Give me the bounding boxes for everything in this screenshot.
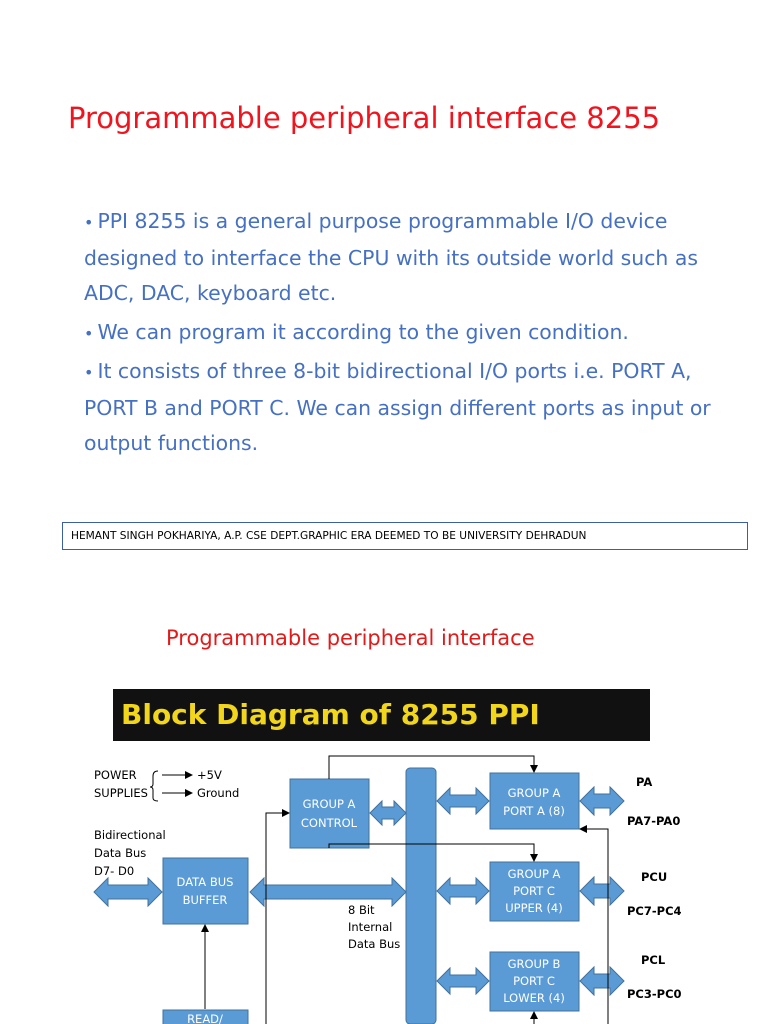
ext-data-bus-arrow <box>93 876 163 908</box>
group-a-port-c-upper-block <box>489 861 580 922</box>
right-return-line <box>579 825 609 1024</box>
block-label: READ/ <box>187 1012 223 1024</box>
block-label: GROUP B <box>508 957 561 971</box>
bullet-item: •We can program it according to the give… <box>84 315 724 352</box>
bullet-text: It consists of three 8-bit bidirectional… <box>84 359 711 455</box>
internal-bus-label: Internal <box>348 920 392 934</box>
internal-bus-label: 8 Bit <box>348 903 375 917</box>
ground-label: Ground <box>197 786 239 800</box>
power-label: POWER <box>94 768 137 782</box>
pa-port-arrow <box>579 785 625 817</box>
block-label: CONTROL <box>301 816 358 830</box>
supplies-label: SUPPLIES <box>94 786 148 800</box>
slide-divider <box>0 568 768 588</box>
internal-bus-label: Data Bus <box>348 937 400 951</box>
bullet-dot-icon: • <box>84 213 94 232</box>
bullet-list: •PPI 8255 is a general purpose programma… <box>84 204 724 465</box>
block-label: LOWER (4) <box>503 991 565 1005</box>
block-label: BUFFER <box>183 893 228 907</box>
pcl-pins-label: PC3-PC0 <box>627 987 682 1001</box>
group-a-port-a-block <box>489 772 580 830</box>
data-bus-label: Bidirectional <box>94 828 166 842</box>
bullet-item: •It consists of three 8-bit bidirectiona… <box>84 354 724 462</box>
block-label: GROUP A <box>303 797 356 811</box>
power-brace <box>149 770 159 802</box>
bullet-text: We can program it according to the given… <box>97 319 629 344</box>
pcu-port-arrow <box>579 875 625 907</box>
bullet-dot-icon: • <box>84 363 94 382</box>
diagram-banner: Block Diagram of 8255 PPI <box>113 689 650 741</box>
block-label: PORT C <box>513 974 555 988</box>
block-label: PORT A (8) <box>503 804 565 818</box>
read-write-block <box>162 1009 249 1024</box>
control-bus-arrow <box>369 799 407 827</box>
control-to-pcu-line <box>328 843 538 862</box>
data-bus-label: Data Bus <box>94 846 146 860</box>
port-a-bus-arrow <box>436 786 490 816</box>
block-label: PORT C <box>513 884 555 898</box>
group-a-control-block <box>289 778 370 849</box>
pcu-bus-arrow <box>436 876 490 906</box>
slide-1-title: Programmable peripheral interface 8255 <box>68 101 661 135</box>
plus-5v-label: +5V <box>197 768 222 782</box>
data-bus-buffer-block <box>162 857 249 925</box>
pa-label: PA <box>636 775 652 789</box>
block-label: UPPER (4) <box>505 901 563 915</box>
block-label: GROUP A <box>508 867 561 881</box>
footer-author: HEMANT SINGH POKHARIYA, A.P. CSE DEPT.GR… <box>62 522 748 550</box>
pa-pins-label: PA7-PA0 <box>627 814 680 828</box>
block-diagram: POWER SUPPLIES +5V Ground Bidirectional … <box>93 755 682 1024</box>
slide-2 <box>0 588 768 1024</box>
block-label: DATA BUS <box>177 875 234 889</box>
group-b-port-c-lower-block <box>489 951 580 1012</box>
pcl-port-arrow <box>579 965 625 997</box>
pcu-label: PCU <box>641 870 667 884</box>
pcu-pins-label: PC7-PC4 <box>627 904 682 918</box>
rw-to-control-line <box>265 809 290 1024</box>
bullet-text: PPI 8255 is a general purpose programmab… <box>84 209 698 305</box>
internal-data-arrow <box>249 876 407 908</box>
slide-1: Programmable peripheral interface 8255 •… <box>62 101 748 550</box>
pcl-label: PCL <box>641 953 666 967</box>
slide-2-title: Programmable peripheral interface <box>166 626 535 650</box>
bullet-item: •PPI 8255 is a general purpose programma… <box>84 204 724 312</box>
block-label: GROUP A <box>508 786 561 800</box>
bullet-dot-icon: • <box>84 323 94 343</box>
pcl-bus-arrow <box>436 966 490 996</box>
internal-bus-bar <box>405 767 437 1024</box>
data-bus-label: D7- D0 <box>94 864 134 878</box>
control-to-port-a-line <box>328 755 538 779</box>
